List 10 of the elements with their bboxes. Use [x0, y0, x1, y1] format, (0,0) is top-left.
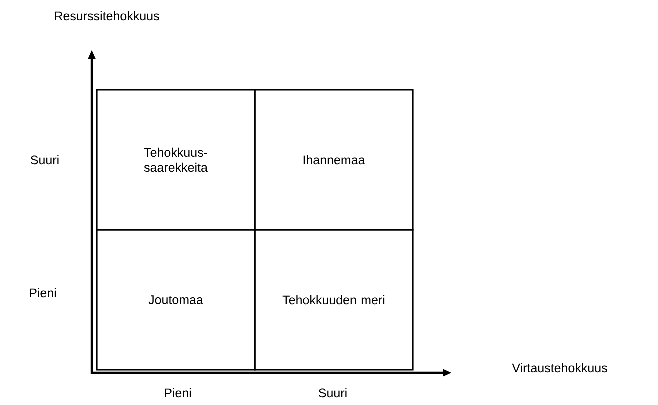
axis-label: Pieni: [165, 388, 192, 398]
quadrant-cell: Ihannemaa: [254, 89, 414, 231]
axis-label: Pieni: [30, 288, 56, 298]
quadrant-cell: Joutomaa: [96, 229, 256, 371]
axis-label: Resurssitehokkuus: [55, 11, 160, 21]
quadrant-cell: Tehokkuus- saarekkeita: [96, 89, 256, 231]
quadrant-cell: Tehokkuuden meri: [254, 229, 414, 371]
axis-label: Suuri: [318, 388, 347, 398]
axis-label: Suuri: [30, 155, 59, 165]
axis-label: Virtaustehokkuus: [512, 363, 608, 373]
